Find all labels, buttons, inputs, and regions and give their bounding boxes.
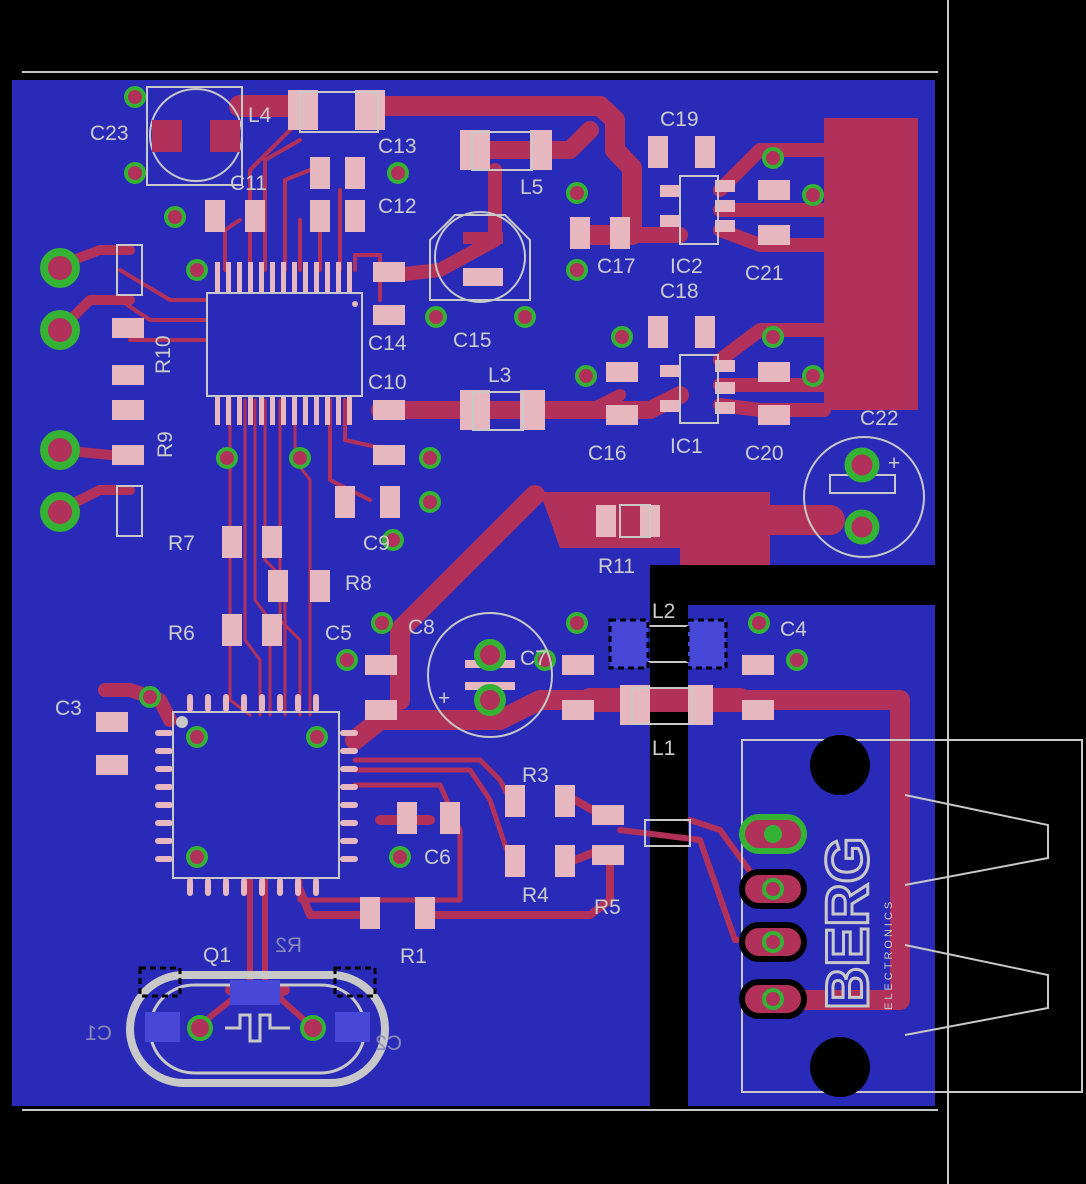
label-c19: C19 [660,108,699,131]
c23-pad [152,120,182,152]
label-c1: C1 [85,1022,112,1045]
label-c22: C22 [860,407,899,430]
label-l2: L2 [652,600,675,623]
label-c21: C21 [745,262,784,285]
label-r7: R7 [168,532,195,555]
component-labels: C23 L4 C13 C11 C12 L5 C19 C17 IC2 C21 C1… [55,104,899,1055]
c15-pad-neg [463,232,503,244]
l2-bottom-pads [608,618,728,670]
c22-plus-mark: + [888,452,900,475]
label-c3: C3 [55,697,82,720]
c8-plus-mark: + [438,687,450,710]
berg-subtitle-text: ELECTRONICS [883,899,895,1010]
label-r4: R4 [522,884,549,907]
label-c20: C20 [745,442,784,465]
usb-connector [739,735,870,1097]
label-c2: C2 [375,1032,402,1055]
label-r5: R5 [594,896,621,919]
label-q1: Q1 [203,944,231,967]
label-r1: R1 [400,945,427,968]
smd-pads [96,90,790,929]
label-l1: L1 [652,737,675,760]
label-c7: C7 [520,647,547,670]
label-l3: L3 [488,364,511,387]
label-l5: L5 [520,176,543,199]
ground-pour-right [688,605,935,1106]
silkscreen [116,86,1083,1093]
label-c12: C12 [378,195,417,218]
label-c8: C8 [408,616,435,639]
label-c4: C4 [780,618,807,641]
label-ic2: IC2 [670,255,703,278]
label-c9: C9 [363,532,390,555]
header-pins [40,248,80,532]
c23-pad-2 [210,120,240,152]
label-ic1: IC1 [670,435,703,458]
label-c6: C6 [424,846,451,869]
qfn-chip [155,694,358,896]
label-c15: C15 [453,329,492,352]
label-c14: C14 [368,332,407,355]
c22-cap [829,447,896,545]
crystal-q1 [126,966,389,1087]
label-r9: R9 [154,431,177,458]
label-c11: C11 [230,172,267,195]
label-r6: R6 [168,622,195,645]
label-c5: C5 [325,622,352,645]
label-r3: R3 [522,764,549,787]
label-c16: C16 [588,442,627,465]
label-l4: L4 [248,104,272,127]
c15-pad [463,268,503,286]
berg-brand-text: BERG [814,837,881,1010]
berg-logo: BERG ELECTRONICS [813,835,896,1011]
label-r2: R2 [275,934,302,957]
label-c17: C17 [597,255,636,278]
c8-cap [465,639,515,716]
label-r10: R10 [152,335,175,374]
label-r11: R11 [598,555,635,578]
label-c10: C10 [368,371,407,394]
label-c18: C18 [660,280,699,303]
vias [124,86,824,1041]
label-r8: R8 [345,572,372,595]
ssop-chip [206,262,363,425]
label-c23: C23 [90,122,129,145]
label-c13: C13 [378,135,417,158]
